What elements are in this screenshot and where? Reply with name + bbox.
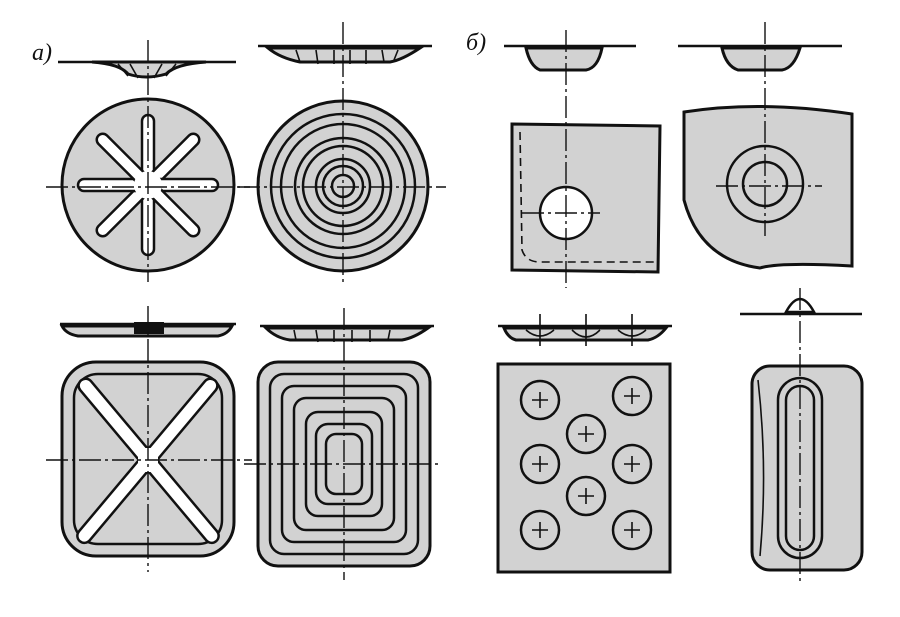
centerlines [238,22,446,282]
section-view-oblong [740,297,862,316]
panel-radial-ribs-disc [46,40,250,282]
centerlines [522,30,600,288]
section-view-multi-boss [498,314,672,346]
oblong-rib-inner [784,384,816,552]
centerlines [46,40,250,282]
centerlines [716,22,822,236]
panel-curved-edge-boss-plate [678,22,854,270]
label-group-a: а) [32,40,52,66]
section-view-rings [258,44,432,65]
section-view-radial [58,60,236,79]
label-group-b: б) [466,30,487,56]
panel-cross-ribs-square [46,306,252,572]
panel-multi-boss-plate [496,314,672,574]
centerlines [46,306,252,572]
plate-outline [682,104,854,270]
section-view-curved-boss [678,44,842,72]
centerlines [244,308,438,580]
panel-oblong-rib-plate [740,288,864,584]
bosses [519,375,653,551]
plate-edge-curve [757,379,765,557]
panel-concentric-frames-square [244,308,438,580]
section-view-frames [260,324,434,343]
cross-ribs [76,377,220,545]
panel-corner-boss-plate [504,30,662,288]
section-view-cross [59,322,236,338]
panel-concentric-rings-disc [238,22,446,282]
section-view-corner-boss [504,44,636,72]
hidden-edge [519,131,656,263]
plate-outline [750,364,864,572]
plate-outline [496,362,672,574]
